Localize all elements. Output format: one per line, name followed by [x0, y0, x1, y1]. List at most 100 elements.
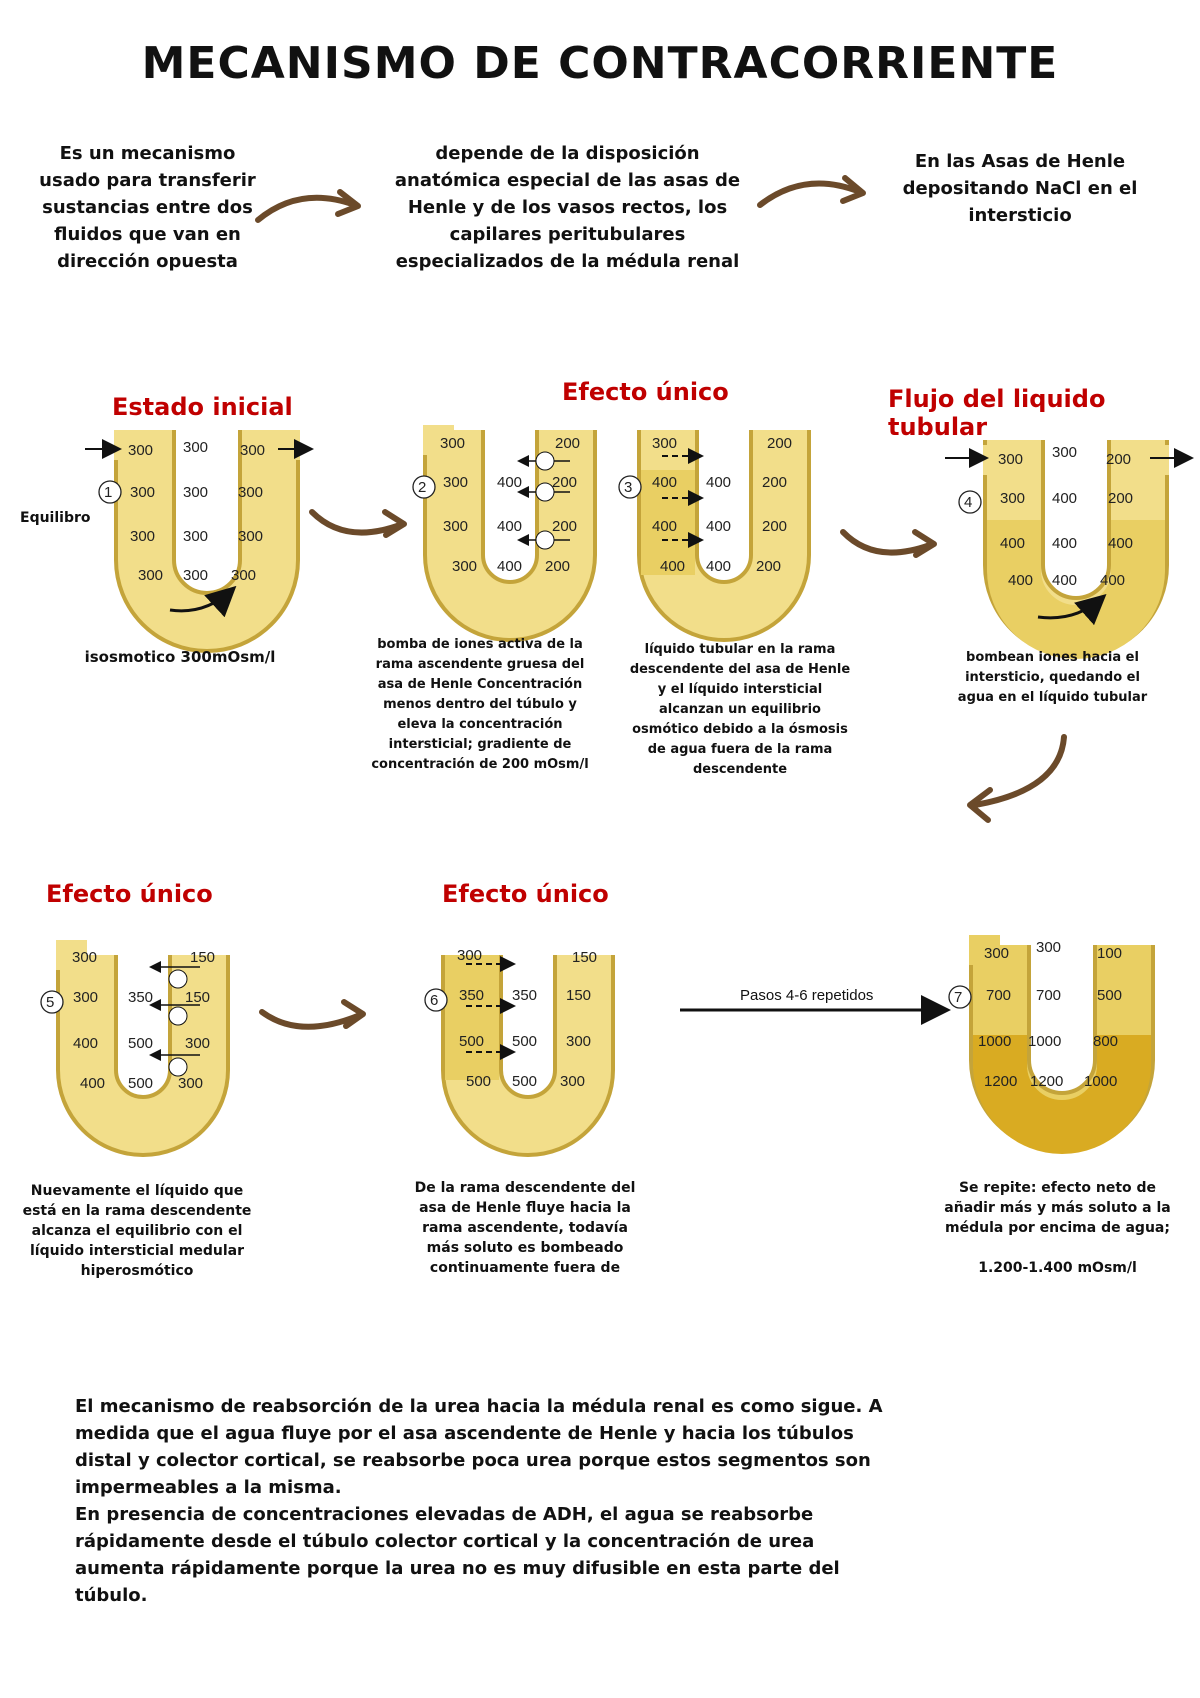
section-flujo-liquido: Flujo del liquido tubular	[888, 385, 1106, 441]
section-estado-inicial: Estado inicial	[112, 393, 293, 421]
osmolarity-value: 400	[1052, 572, 1077, 589]
osmolarity-value: 150	[566, 987, 591, 1004]
osmolarity-value: 200	[552, 474, 577, 491]
osmolarity-value: 400	[497, 558, 522, 575]
osmolarity-value: 400	[1108, 535, 1133, 552]
intro-definition: Es un mecanismo usado para transferir su…	[39, 143, 256, 272]
equilibrio-label: Equilibro	[20, 510, 91, 526]
osmolarity-value: 300	[1052, 444, 1077, 461]
osmolarity-value: 300	[183, 567, 208, 584]
osmolarity-value: 7	[954, 989, 962, 1006]
osmolarity-value: 200	[762, 474, 787, 491]
osmolarity-value: 300	[440, 435, 465, 452]
arrow-intro-2	[757, 180, 863, 208]
arrow-row2	[259, 1009, 363, 1030]
osmolarity-value: 400	[1052, 535, 1077, 552]
osmolarity-value: 400	[80, 1075, 105, 1092]
loop-diagram-3: 3	[618, 430, 811, 642]
urea-paragraph: El mecanismo de reabsorción de la urea h…	[75, 1396, 883, 1606]
page-title: MECANISMO DE CONTRACORRIENTE	[141, 38, 1059, 89]
osmolarity-value: 1000	[1084, 1073, 1117, 1090]
osmolarity-value: 1000	[978, 1033, 1011, 1050]
osmolarity-value: 6	[430, 992, 438, 1009]
arrow-row1-a	[309, 509, 403, 536]
osmolarity-value: 500	[128, 1075, 153, 1092]
osmolarity-value: 300	[1036, 939, 1061, 956]
osmolarity-value: 200	[555, 435, 580, 452]
step-number: 1	[104, 484, 112, 501]
osmolarity-value: 350	[459, 987, 484, 1004]
osmolarity-value: 400	[497, 474, 522, 491]
osmolarity-value: 400	[660, 558, 685, 575]
osmolarity-value: 5	[46, 994, 54, 1011]
osmolarity-value: 400	[1052, 490, 1077, 507]
loop-diagram-7: 7	[948, 935, 1155, 1154]
arrow-down-left	[972, 734, 1067, 808]
osmolarity-value: 300	[128, 442, 153, 459]
osmolarity-value: 300	[178, 1075, 203, 1092]
osmolarity-value: 300	[566, 1033, 591, 1050]
osmolarity-value: 150	[572, 949, 597, 966]
osmolarity-value: 1000	[1028, 1033, 1061, 1050]
osmolarity-value: 400	[1000, 535, 1025, 552]
section-efecto-unico-5: Efecto único	[46, 880, 213, 908]
osmolarity-value: 300	[240, 442, 265, 459]
osmolarity-value: 300	[1000, 490, 1025, 507]
osmolarity-value: 200	[552, 518, 577, 535]
osmolarity-value: 200	[545, 558, 570, 575]
osmolarity-value: 100	[1097, 945, 1122, 962]
osmolarity-value: 300	[130, 484, 155, 501]
caption-6: De la rama descendente del asa de Henle …	[414, 1180, 636, 1276]
osmolarity-value: 200	[767, 435, 792, 452]
osmolarity-value: 350	[512, 987, 537, 1004]
osmolarity-value: 400	[652, 474, 677, 491]
arrow-row1-b	[840, 529, 933, 556]
caption-3: líquido tubular en la rama descendente d…	[629, 642, 851, 777]
loop-diagram-4: 4	[945, 440, 1194, 659]
osmolarity-value: 150	[190, 949, 215, 966]
osmolarity-value: 300	[998, 451, 1023, 468]
loop-diagram-1: 1	[85, 430, 314, 653]
osmolarity-value: 500	[512, 1033, 537, 1050]
arrow-intro-1	[255, 194, 358, 223]
osmolarity-value: 800	[1093, 1033, 1118, 1050]
osmolarity-value: 300	[443, 518, 468, 535]
caption-1: isosmotico 300mOsm/l	[84, 648, 276, 666]
osmolarity-value: 3	[624, 479, 632, 496]
osmolarity-value: 400	[706, 558, 731, 575]
intro-henle: En las Asas de Henle depositando NaCl en…	[902, 151, 1138, 226]
osmolarity-value: 300	[443, 474, 468, 491]
osmolarity-value: 300	[238, 484, 263, 501]
osmolarity-value: 400	[706, 518, 731, 535]
osmolarity-value: 300	[130, 528, 155, 545]
osmolarity-value: 300	[984, 945, 1009, 962]
osmolarity-value: 400	[1100, 572, 1125, 589]
osmolarity-value: 500	[466, 1073, 491, 1090]
section-efecto-unico: Efecto único	[562, 378, 729, 406]
section-efecto-unico-6: Efecto único	[442, 880, 609, 908]
flow-arrows	[255, 175, 1067, 1030]
osmolarity-value: 200	[1106, 451, 1131, 468]
osmolarity-value: 300	[238, 528, 263, 545]
osmolarity-value: 400	[497, 518, 522, 535]
loop-diagram-2: 2	[412, 425, 597, 642]
osmolarity-value: 200	[762, 518, 787, 535]
osmolarity-value: 500	[459, 1033, 484, 1050]
loop-diagram-6: 6	[424, 955, 615, 1157]
osmolarity-value: 400	[652, 518, 677, 535]
osmolarity-value: 300	[138, 567, 163, 584]
osmolarity-value: 300	[652, 435, 677, 452]
osmolarity-value: 300	[185, 1035, 210, 1052]
loop-diagram-5: 5	[40, 940, 230, 1157]
osmolarity-value: 350	[128, 989, 153, 1006]
osmolarity-value: 500	[512, 1073, 537, 1090]
osmolarity-value: 1200	[984, 1073, 1017, 1090]
osmolarity-value: 700	[986, 987, 1011, 1004]
osmolarity-value: 300	[560, 1073, 585, 1090]
